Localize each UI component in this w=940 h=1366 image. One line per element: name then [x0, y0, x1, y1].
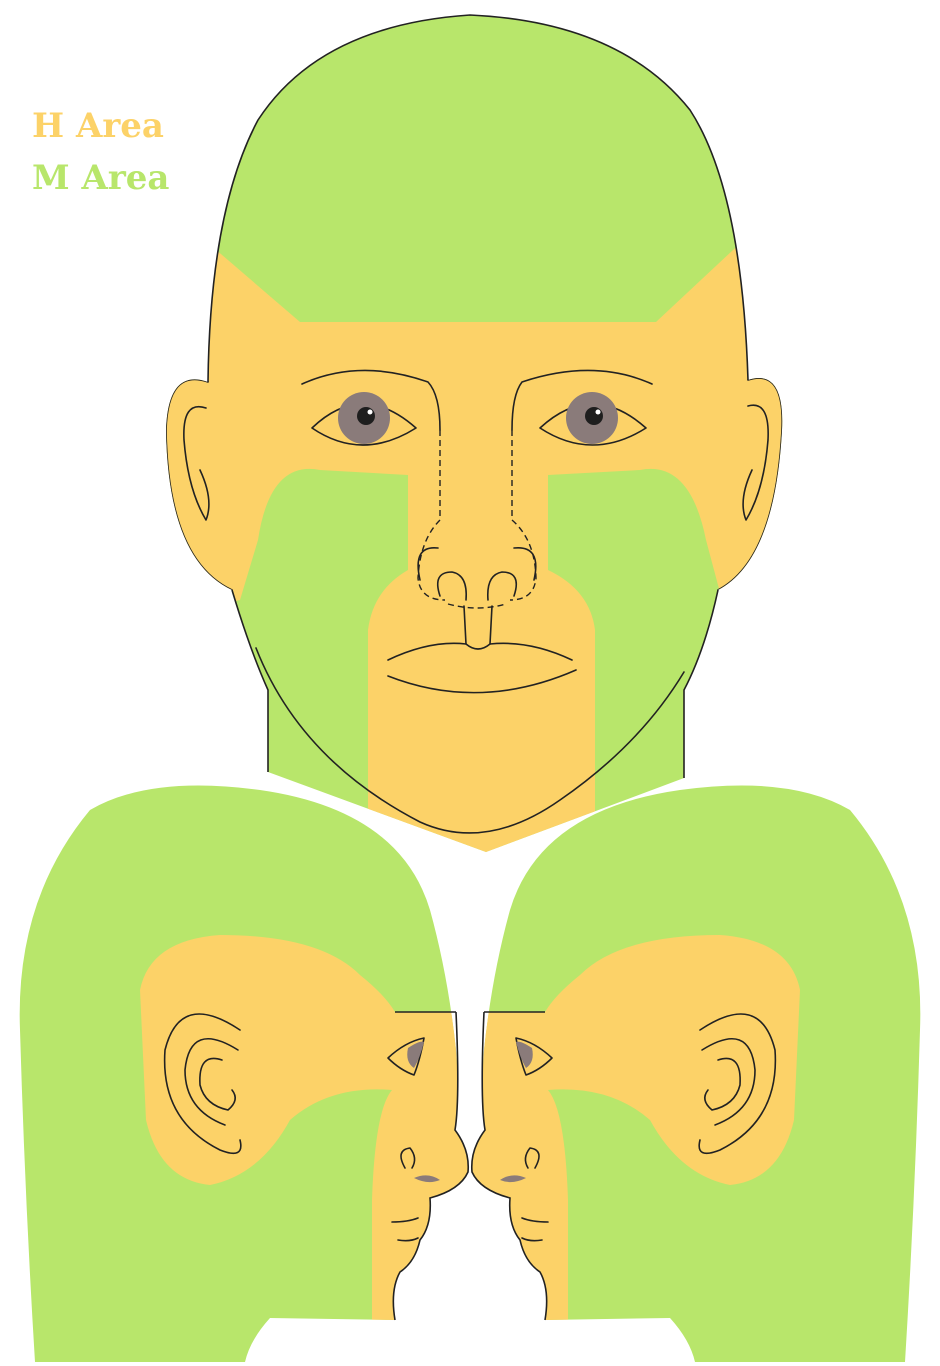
left-profile [20, 786, 470, 1363]
right-profile [470, 786, 920, 1363]
legend-h-area: H Area [32, 100, 169, 152]
pupil-right [585, 407, 603, 425]
legend: H Area M Area [32, 100, 169, 204]
pupil-left [357, 407, 375, 425]
front-view [150, 15, 800, 860]
legend-m-area: M Area [32, 152, 169, 204]
